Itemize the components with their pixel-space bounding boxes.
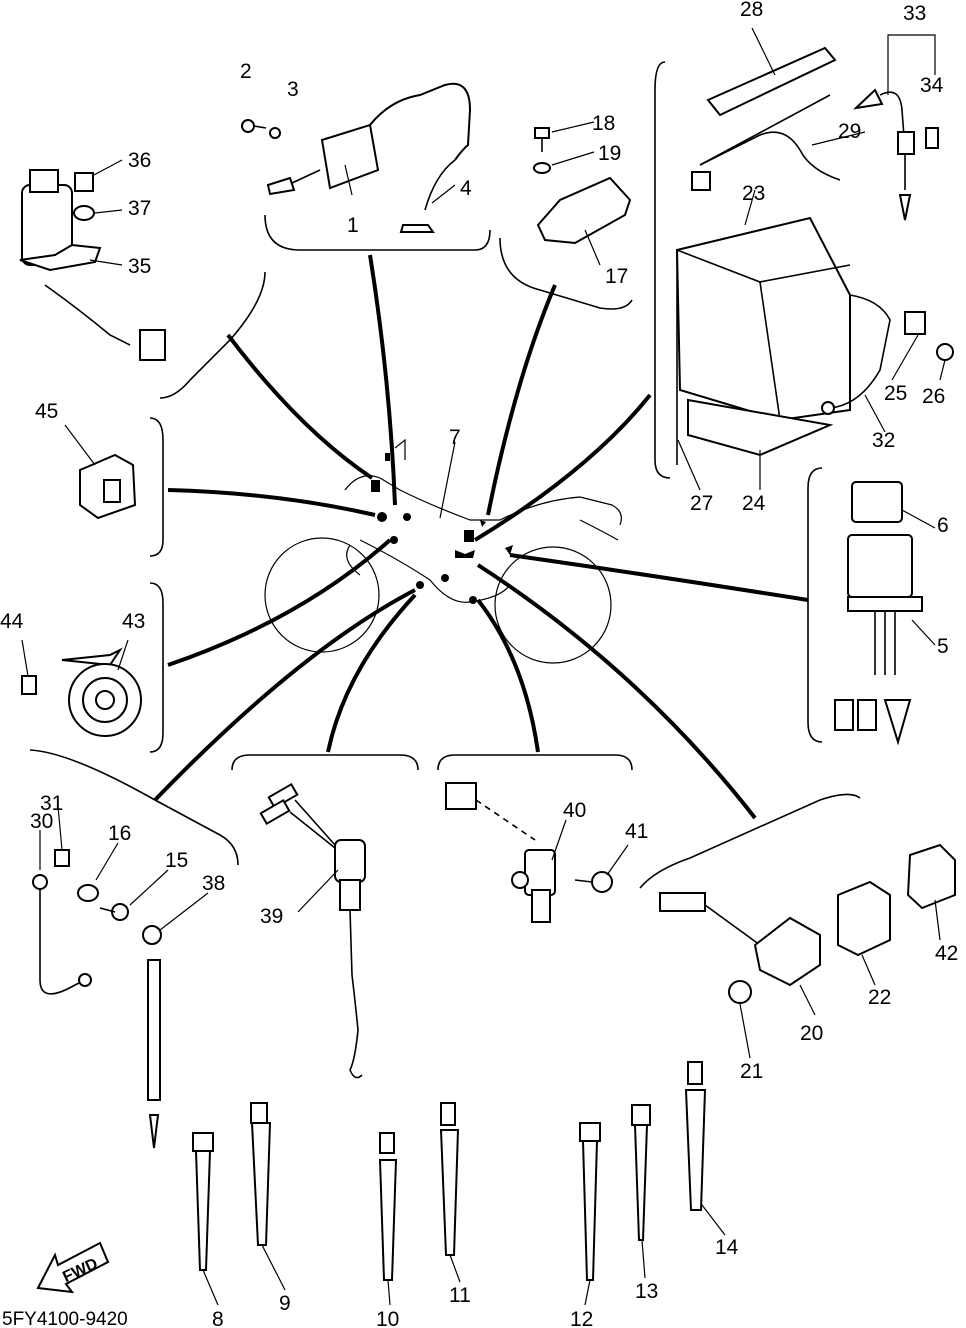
part-label: 5 <box>937 635 949 658</box>
part-label: 27 <box>690 492 713 515</box>
fwd-arrow: FWD <box>36 1241 110 1294</box>
ground-lead-part <box>32 849 162 1149</box>
lead-part-33 <box>852 88 939 221</box>
part-label: 42 <box>935 942 958 965</box>
part-label: 19 <box>598 142 621 165</box>
rectifier-part <box>533 127 632 245</box>
part-label: 10 <box>376 1308 399 1328</box>
part-label: 24 <box>742 492 766 515</box>
part-label: 44 <box>0 610 24 633</box>
part-label: 45 <box>35 400 58 423</box>
neutral-switch-part <box>259 782 366 1079</box>
part-label: 34 <box>920 74 944 97</box>
part-label: 22 <box>868 986 891 1009</box>
part-label: 37 <box>128 197 151 220</box>
horn-part <box>21 647 142 737</box>
part-label: 38 <box>202 872 225 895</box>
label-leaders <box>21 27 946 1306</box>
leader-lines <box>153 254 809 820</box>
group-brackets <box>29 61 861 889</box>
part-label: 21 <box>740 1060 763 1083</box>
part-label: 14 <box>715 1236 739 1259</box>
part-label: 2 <box>240 60 252 83</box>
part-label: 29 <box>838 120 861 143</box>
part-label: 43 <box>122 610 145 633</box>
part-label: 30 <box>30 810 53 833</box>
cable-ties <box>192 1061 707 1281</box>
ignition-coil-part <box>241 82 472 233</box>
part-label: 11 <box>449 1284 471 1307</box>
part-label: 1 <box>347 214 359 237</box>
part-label: 20 <box>800 1022 823 1045</box>
part-label: 33 <box>903 2 926 25</box>
part-label: 4 <box>460 177 472 200</box>
part-label: 25 <box>884 382 907 405</box>
part-label: 32 <box>872 429 895 452</box>
part-label: 16 <box>108 822 131 845</box>
part-label: 28 <box>740 0 763 21</box>
motorcycle-outline <box>264 438 622 664</box>
part-label: 41 <box>625 820 648 843</box>
part-label: 9 <box>279 1292 291 1315</box>
relay-part-45 <box>79 453 137 520</box>
part-label: 17 <box>605 265 628 288</box>
part-label: 3 <box>287 78 299 101</box>
diagram-code: 5FY4100-9420 <box>2 1309 128 1328</box>
part-label: 35 <box>128 255 151 278</box>
part-label: 13 <box>635 1280 658 1303</box>
part-label: 31 <box>40 792 63 815</box>
part-label: 12 <box>570 1308 593 1328</box>
part-label: 18 <box>592 112 615 135</box>
battery-part <box>675 46 954 465</box>
part-label: 36 <box>128 149 151 172</box>
sensor-part-40 <box>445 782 613 923</box>
part-label: 15 <box>165 849 188 872</box>
part-label: 26 <box>922 385 945 408</box>
part-label: 39 <box>260 905 283 928</box>
part-label: 23 <box>742 182 765 205</box>
flasher-part <box>834 481 923 746</box>
main-switch-part <box>19 169 166 361</box>
relay-part-20 <box>659 843 956 1004</box>
part-label: 7 <box>449 426 461 449</box>
part-label: 40 <box>563 799 586 822</box>
part-label: 8 <box>212 1308 224 1328</box>
part-label: 6 <box>937 514 949 537</box>
